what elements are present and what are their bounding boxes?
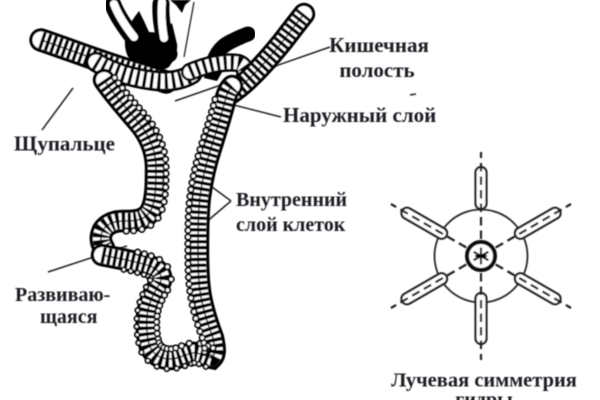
svg-text:Лучевая симметрия: Лучевая симметрия — [391, 370, 577, 392]
svg-text:слой клеток: слой клеток — [236, 214, 346, 236]
svg-text:щаяся: щаяся — [40, 306, 98, 328]
svg-text:гидры: гидры — [455, 389, 513, 400]
svg-text:полость: полость — [339, 58, 414, 82]
svg-text:Кишечная: Кишечная — [329, 33, 429, 57]
svg-text:Внутренний: Внутренний — [236, 189, 347, 211]
svg-text:Развиваю-: Развиваю- — [15, 284, 110, 306]
svg-text:Щупальце: Щупальце — [14, 132, 115, 156]
svg-text:Наружный слой: Наружный слой — [283, 103, 436, 127]
